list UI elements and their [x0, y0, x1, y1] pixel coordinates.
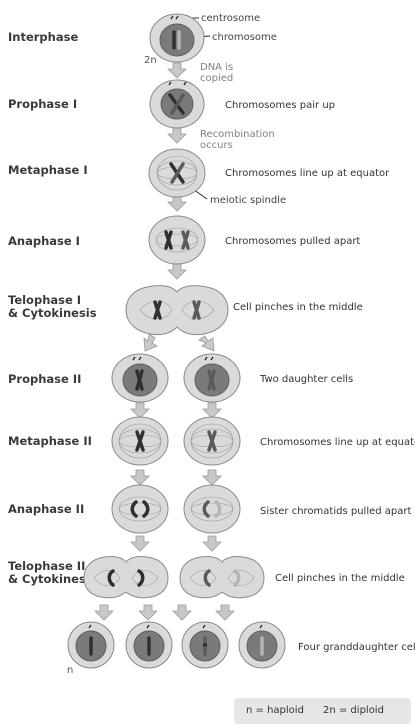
cell-metaphase-1 [148, 148, 206, 198]
down-arrow [202, 535, 222, 552]
ploidy-legend-text: n = haploid 2n = diploid [246, 705, 384, 716]
desc-metaphase-2: Chromosomes line up at equator [260, 437, 415, 448]
centrosome-icon [132, 356, 142, 361]
ploidy-legend [234, 698, 411, 724]
down-arrow [167, 127, 187, 144]
cell-prophase-1 [149, 79, 205, 129]
cell-granddaughter-4 [238, 621, 286, 669]
desc-anaphase-2: Sister chromatids pulled apart [260, 506, 411, 517]
down-arrow [130, 535, 150, 552]
down-arrow [143, 333, 158, 352]
centrosome-icon [168, 81, 187, 86]
ploidy-2n: 2n [144, 55, 157, 66]
ploidy-n: n [67, 665, 73, 676]
note-dna-copied-2: copied [200, 73, 233, 84]
cell-prophase-2-right [183, 353, 241, 403]
down-arrow [130, 402, 150, 419]
down-arrow [167, 263, 187, 280]
cell-telophase-1 [125, 285, 229, 336]
centrosome-icon [170, 15, 179, 20]
legend-diploid: 2n = diploid [323, 705, 384, 716]
note-recombination-2: occurs [200, 140, 233, 151]
arrows [94, 62, 235, 621]
stage-label-anaphase-1: Anaphase I [8, 234, 80, 248]
down-arrow [172, 604, 192, 621]
cell-metaphase-2-left [111, 416, 169, 466]
stage-label-telophase-2: Telophase II [8, 559, 85, 573]
desc-metaphase-1: Chromosomes line up at equator [225, 168, 390, 179]
cell-telophase-2-left [83, 556, 169, 599]
cell-prophase-2-left [111, 353, 169, 403]
stage-label-telophase-1-cytokinesis: & Cytokinesis [8, 306, 97, 320]
stage-label-prophase-1: Prophase I [8, 97, 77, 111]
cell-interphase [149, 13, 205, 63]
cell-anaphase-2-left [111, 484, 169, 534]
desc-prophase-1: Chromosomes pair up [225, 100, 335, 111]
stage-label-telophase-1: Telophase I [8, 293, 81, 307]
stage-label-metaphase-2: Metaphase II [8, 434, 92, 448]
stage-label-anaphase-2: Anaphase II [8, 502, 84, 516]
cell-anaphase-1 [148, 215, 206, 265]
cell-metaphase-2-right [183, 416, 241, 466]
down-arrow [130, 469, 150, 486]
centrosome-icon [88, 624, 92, 629]
down-arrow [94, 604, 114, 621]
desc-telophase-2: Cell pinches in the middle [275, 573, 405, 584]
down-arrow [202, 469, 222, 486]
stage-label-interphase: Interphase [8, 30, 78, 44]
cell-granddaughter-1 [67, 621, 115, 669]
centrosome-icon [202, 624, 206, 629]
annotation-chromosome: chromosome [212, 32, 277, 43]
legend-haploid: n = haploid [246, 705, 304, 716]
desc-prophase-2: Two daughter cells [259, 374, 353, 385]
down-arrow [198, 335, 215, 352]
note-recombination-1: Recombination [200, 129, 275, 140]
stage-label-prophase-2: Prophase II [8, 372, 81, 386]
desc-telophase-1: Cell pinches in the middle [233, 302, 363, 313]
centrosome-icon [259, 624, 263, 629]
down-arrow [215, 604, 235, 621]
stage-label-telophase-2-cytokinesis: & Cytokinesis [8, 572, 97, 586]
cell-granddaughter-2 [125, 621, 173, 669]
annotation-meiotic-spindle: meiotic spindle [210, 195, 286, 206]
centrosome-icon [204, 356, 214, 361]
down-arrow [138, 604, 158, 621]
down-arrow [167, 195, 187, 212]
note-dna-copied-1: DNA is [200, 62, 233, 73]
desc-anaphase-1: Chromosomes pulled apart [225, 236, 360, 247]
stage-label-metaphase-1: Metaphase I [8, 163, 88, 177]
annotation-centrosome: centrosome [201, 13, 260, 24]
down-arrow [167, 62, 187, 79]
centrosome-icon [146, 624, 150, 629]
desc-granddaughter: Four granddaughter cells [298, 642, 415, 653]
cell-telophase-2-right [179, 556, 265, 599]
down-arrow [202, 402, 222, 419]
cell-anaphase-2-right [183, 484, 241, 534]
cell-granddaughter-3 [181, 621, 229, 669]
